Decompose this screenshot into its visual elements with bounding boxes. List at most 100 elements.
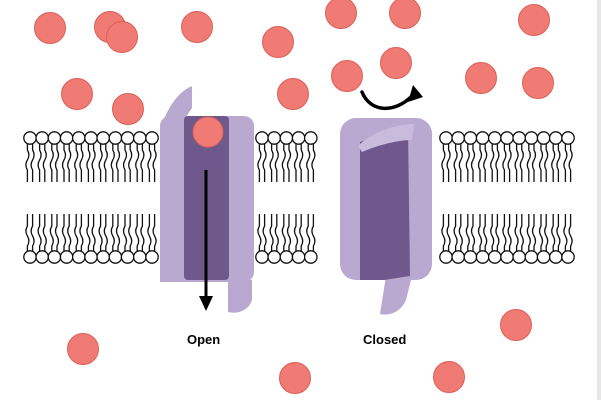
lipid-tail bbox=[42, 144, 47, 182]
lipid-tail bbox=[458, 144, 463, 182]
lipid-molecule bbox=[120, 131, 135, 264]
lipid-tail bbox=[465, 214, 470, 252]
lipid-tail bbox=[470, 144, 476, 182]
ions bbox=[34, 0, 554, 394]
lipid-tail bbox=[453, 214, 458, 252]
lipid-head bbox=[267, 250, 282, 264]
lipid-head bbox=[512, 131, 527, 145]
lipid-molecule bbox=[561, 131, 575, 264]
lipid-molecule bbox=[267, 131, 282, 264]
lipid-tail bbox=[37, 214, 42, 252]
lipid-tail bbox=[25, 144, 30, 182]
lipid-tail bbox=[42, 214, 47, 252]
lipid-tail bbox=[98, 144, 103, 182]
lipid-tail bbox=[98, 214, 103, 252]
lipid-tail bbox=[526, 144, 531, 182]
lipid-molecule bbox=[108, 131, 123, 264]
ion bbox=[34, 12, 66, 44]
lipid-tail bbox=[507, 214, 512, 252]
lipid-head bbox=[35, 131, 50, 145]
lipid-tail bbox=[483, 214, 488, 252]
lipid-head bbox=[23, 131, 37, 145]
ion bbox=[262, 26, 294, 58]
lipid-tail bbox=[152, 144, 157, 182]
lipid-head bbox=[279, 250, 294, 264]
lipid-tail bbox=[128, 214, 133, 252]
lipid-tail bbox=[544, 214, 549, 252]
lipid-head bbox=[291, 131, 306, 145]
lipid-tail bbox=[122, 214, 128, 252]
lipid-tail bbox=[306, 214, 311, 252]
ion bbox=[331, 60, 363, 92]
lipid-tail bbox=[54, 214, 60, 252]
lipid-tail bbox=[262, 214, 267, 252]
lipid-head bbox=[463, 131, 478, 145]
lipid-tail bbox=[257, 144, 262, 182]
lipid-tail bbox=[79, 214, 84, 252]
lipid-tail bbox=[152, 214, 157, 252]
lipid-head bbox=[71, 250, 86, 264]
lipid-head bbox=[561, 131, 575, 145]
lipid-tail bbox=[269, 214, 274, 252]
lipid-tail bbox=[140, 214, 145, 252]
lipid-tail bbox=[299, 144, 304, 182]
lipid-head bbox=[548, 131, 563, 145]
closed-channel-gate bbox=[358, 124, 414, 152]
lipid-tail bbox=[502, 144, 507, 182]
lipid-head bbox=[132, 131, 147, 145]
lipid-head bbox=[561, 250, 575, 264]
lipid-head bbox=[500, 131, 514, 145]
lipid-tail bbox=[281, 214, 286, 252]
lipid-tail bbox=[293, 214, 299, 252]
lipid-tail bbox=[556, 214, 561, 252]
lipid-head bbox=[475, 131, 490, 145]
lipid-head bbox=[255, 131, 269, 145]
lipid-tail bbox=[299, 214, 304, 252]
frame-edge bbox=[597, 0, 601, 400]
lipid-tail bbox=[446, 144, 451, 182]
lipid-tail bbox=[91, 144, 96, 182]
lipid-tail bbox=[519, 214, 524, 252]
lipid-tail bbox=[91, 214, 96, 252]
lipid-tail bbox=[563, 214, 568, 252]
lipid-tail bbox=[274, 214, 279, 252]
ion bbox=[181, 11, 213, 43]
ion bbox=[522, 67, 554, 99]
lipid-molecule bbox=[524, 131, 539, 264]
lipid-tail bbox=[502, 214, 507, 252]
lipid-tail bbox=[286, 144, 292, 182]
lipid-tail bbox=[74, 144, 79, 182]
lipid-tail bbox=[122, 144, 128, 182]
lipid-tail bbox=[103, 144, 108, 182]
lipid-tail bbox=[281, 144, 286, 182]
lipid-tail bbox=[538, 144, 544, 182]
open-channel-right-flap bbox=[228, 280, 252, 313]
lipid-head bbox=[132, 250, 147, 264]
lipid-molecule bbox=[279, 131, 294, 264]
lipid-head bbox=[255, 250, 269, 264]
lipid-head bbox=[23, 250, 37, 264]
lipid-head bbox=[463, 250, 478, 264]
ion bbox=[61, 78, 93, 110]
lipid-tail bbox=[61, 214, 67, 252]
lipid-tail bbox=[477, 214, 483, 252]
deflection-arrow-head bbox=[408, 85, 423, 102]
lipid-tail bbox=[262, 144, 267, 182]
lipid-tail bbox=[135, 214, 140, 252]
lipid-molecule bbox=[96, 131, 111, 264]
lipid-tail bbox=[470, 214, 476, 252]
lipid-tail bbox=[49, 144, 54, 182]
lipid-tail bbox=[531, 214, 537, 252]
lipid-tail bbox=[538, 214, 544, 252]
lipid-head bbox=[548, 250, 563, 264]
lipid-tail bbox=[551, 144, 556, 182]
lipid-tail bbox=[311, 144, 316, 182]
closed-channel-bottom-flap bbox=[380, 276, 412, 315]
lipid-molecule bbox=[71, 131, 86, 264]
lipid-head bbox=[47, 250, 62, 264]
lipid-tail bbox=[507, 144, 512, 182]
lipid-tail bbox=[128, 144, 133, 182]
lipid-molecule bbox=[512, 131, 527, 264]
lipid-tail bbox=[115, 144, 121, 182]
